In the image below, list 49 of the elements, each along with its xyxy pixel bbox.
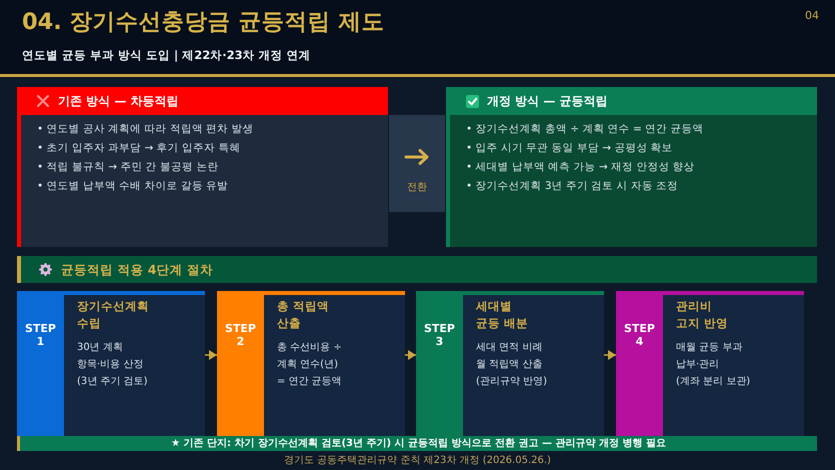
step-detail: 납부·관리 — [676, 358, 720, 372]
comparison-panel — [446, 87, 817, 247]
panel-heading: 개정 방식 — 균등적립 — [487, 93, 608, 110]
step-title: 총 적립액 산출 — [277, 298, 330, 332]
note-text: ★ 기존 단지: 차기 장기수선계획 검토(3년 주기) 시 균등적립 방식으로 전환 권고 — 관리규약 개정 병행 필요 — [171, 437, 666, 451]
step-detail: (관리규약 반영) — [476, 375, 547, 389]
bullet-item: • 장기수선계획 총액 ÷ 계획 연수 = 연간 균등액 — [466, 122, 704, 137]
page-title: 04. 장기수선충당금 균등적립 제도 — [22, 8, 384, 37]
section-header-bar — [17, 256, 817, 283]
step-label: STEP 4 — [622, 322, 656, 348]
step-detail: (3년 주기 검토) — [77, 375, 148, 389]
note-bar — [17, 436, 817, 451]
step-card — [217, 291, 405, 436]
step-detail: = 연간 균등액 — [277, 375, 342, 389]
step-detail: 항목·비용 산정 — [77, 358, 144, 372]
step-label: STEP 2 — [224, 322, 257, 348]
page-number: 04 — [805, 9, 819, 23]
step-label: STEP 1 — [24, 322, 57, 348]
bullet-item: • 연도별 공사 계획에 따라 적립액 편차 발생 — [37, 122, 254, 137]
panel-heading: 기존 방식 — 차등적립 — [58, 93, 179, 110]
transition-label: 전환 — [407, 181, 427, 195]
transition-box — [389, 115, 445, 212]
step-title: 장기수선계획 수립 — [77, 298, 150, 332]
bullet-item: • 초기 입주자 과부담 → 후기 입주자 특혜 — [37, 141, 240, 156]
arrow — [205, 350, 217, 360]
arrow — [604, 350, 616, 360]
arrow — [405, 350, 416, 360]
bullet-item: • 연도별 납부액 수배 차이로 갈등 유발 — [37, 179, 228, 194]
step-detail: 총 수선비용 ÷ — [277, 341, 342, 355]
bullet-item: • 적립 불규칙 → 주민 간 불공평 논란 — [37, 160, 218, 175]
bullet-item: • 세대별 납부액 예측 가능 → 재정 안정성 향상 — [466, 160, 695, 175]
step-detail: (계좌 분리 보관) — [676, 375, 750, 389]
step-detail: 월 적립액 산출 — [476, 358, 542, 372]
bullet-item: • 입주 시기 무관 동일 부담 → 공평성 확보 — [466, 141, 673, 156]
step-title: 세대별 균등 배분 — [476, 298, 530, 332]
comparison-panel — [17, 87, 388, 247]
step-detail: 매월 균등 부과 — [676, 341, 742, 355]
step-card — [17, 291, 205, 436]
step-detail: 30년 계획 — [77, 341, 123, 355]
step-card — [416, 291, 604, 436]
subtitle: 연도별 균등 부과 방식 도입 | 제22차·23차 개정 연계 — [22, 47, 311, 64]
step-title: 관리비 고지 반영 — [676, 298, 730, 332]
step-label: STEP 3 — [422, 322, 456, 348]
footer-note: 경기도 공동주택관리규약 준칙 제23차 개정 (2026.05.26.) — [284, 454, 551, 468]
step-detail: 세대 면적 비례 — [476, 341, 542, 355]
step-detail: 계획 연수(년) — [277, 358, 338, 372]
bullet-item: • 장기수선계획 3년 주기 검토 시 자동 조정 — [466, 179, 678, 194]
step-card — [616, 291, 804, 436]
section-heading: 균등적립 적용 4단계 절차 — [61, 261, 213, 279]
